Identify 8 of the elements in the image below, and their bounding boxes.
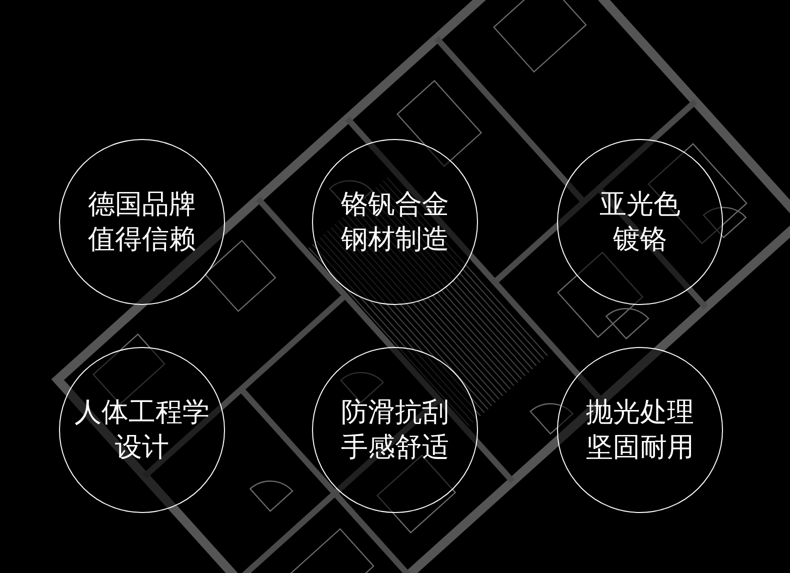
- feature-circle: [312, 347, 478, 513]
- feature-text: 亚光色镀铬: [600, 188, 680, 257]
- feature-text: 铬钒合金钢材制造: [341, 188, 449, 257]
- feature-text: 防滑抗刮手感舒适: [341, 396, 449, 465]
- feature-text: 人体工程学设计: [74, 396, 210, 465]
- feature-text: 德国品牌值得信赖: [88, 188, 196, 257]
- feature-text: 抛光处理坚固耐用: [586, 396, 694, 465]
- feature-circle: [312, 139, 478, 305]
